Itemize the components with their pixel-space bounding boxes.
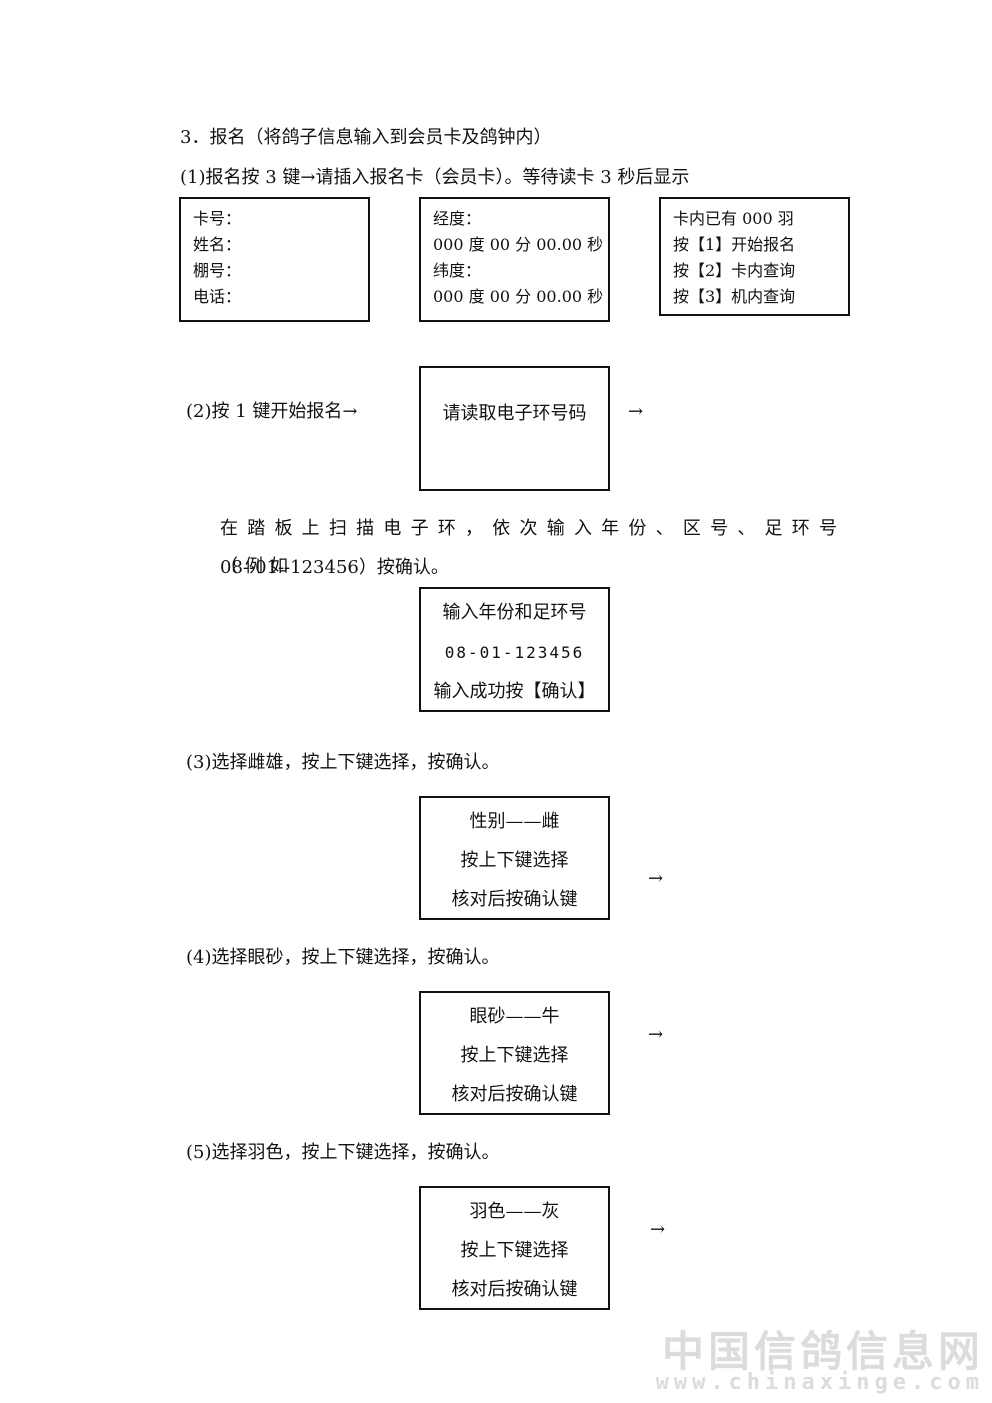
instruction-line-1: 在踏板上扫描电子环，依次输入年份、区号、足环号（例如 [220,518,844,577]
screen-line: 电话： [193,287,242,306]
screen-line: 卡内已有 000 羽 [673,209,794,228]
arrow-icon: → [650,1219,666,1240]
screen-line: 按【1】开始报名 [673,235,796,254]
screen-feather-color: 羽色——灰 按上下键选择 核对后按确认键 [419,1186,610,1310]
screen-line: 经度： [433,209,482,228]
watermark-url: www.chinaxinge.com [655,1370,984,1395]
screen-line: 请读取电子环号码 [442,403,587,424]
screen-line: 按【2】卡内查询 [673,261,796,280]
screen-member-info: 卡号： 姓名： 棚号： 电话： [179,197,370,322]
screen-line: 核对后按确认键 [451,1279,578,1300]
screen-line: 核对后按确认键 [451,889,578,910]
screen-eye-sign: 眼砂——牛 按上下键选择 核对后按确认键 [419,991,610,1115]
step-2-text: (2)按 1 键开始报名→ [186,401,358,422]
section-title: 3．报名（将鸽子信息输入到会员卡及鸽钟内） [180,127,552,148]
screen-sex: 性别——雌 按上下键选择 核对后按确认键 [419,796,610,920]
arrow-icon: → [648,868,664,889]
screen-line: 姓名： [193,235,242,254]
screen-line: 眼砂——牛 [469,1006,560,1027]
screen-line: 08-01-123456 [444,643,585,662]
step-1-text: (1)报名按 3 键→请插入报名卡（会员卡）。等待读卡 3 秒后显示 [180,167,690,188]
screen-line: 卡号： [193,209,242,228]
screen-line: 按【3】机内查询 [673,287,796,306]
step-5-text: (5)选择羽色，按上下键选择，按确认。 [186,1142,500,1163]
arrow-icon: → [628,401,644,422]
screen-line: 纬度： [433,261,482,280]
step-4-text: (4)选择眼砂，按上下键选择，按确认。 [186,947,500,968]
screen-line: 按上下键选择 [460,1240,569,1261]
screen-read-ring: 请读取电子环号码 [419,366,610,491]
screen-line: 000 度 00 分 00.00 秒 [433,235,604,254]
screen-line: 棚号： [193,261,242,280]
screen-coordinates: 经度： 000 度 00 分 00.00 秒 纬度： 000 度 00 分 00… [419,197,610,322]
arrow-icon: → [648,1024,664,1045]
screen-line: 核对后按确认键 [451,1084,578,1105]
screen-line: 羽色——灰 [469,1201,560,1222]
screen-line: 按上下键选择 [460,850,569,871]
screen-line: 输入成功按【确认】 [433,681,596,702]
instruction-line-2: 08--01--123456）按确认。 [220,557,449,578]
screen-ring-input: 输入年份和足环号 08-01-123456 输入成功按【确认】 [419,587,610,712]
screen-line: 000 度 00 分 00.00 秒 [433,287,604,306]
screen-line: 按上下键选择 [460,1045,569,1066]
step-3-text: (3)选择雌雄，按上下键选择，按确认。 [186,752,500,773]
screen-line: 输入年份和足环号 [442,602,587,623]
watermark-title: 中国信鸽信息网 [661,1327,984,1376]
screen-line: 性别——雌 [469,811,560,832]
screen-menu: 卡内已有 000 羽 按【1】开始报名 按【2】卡内查询 按【3】机内查询 [659,197,850,316]
